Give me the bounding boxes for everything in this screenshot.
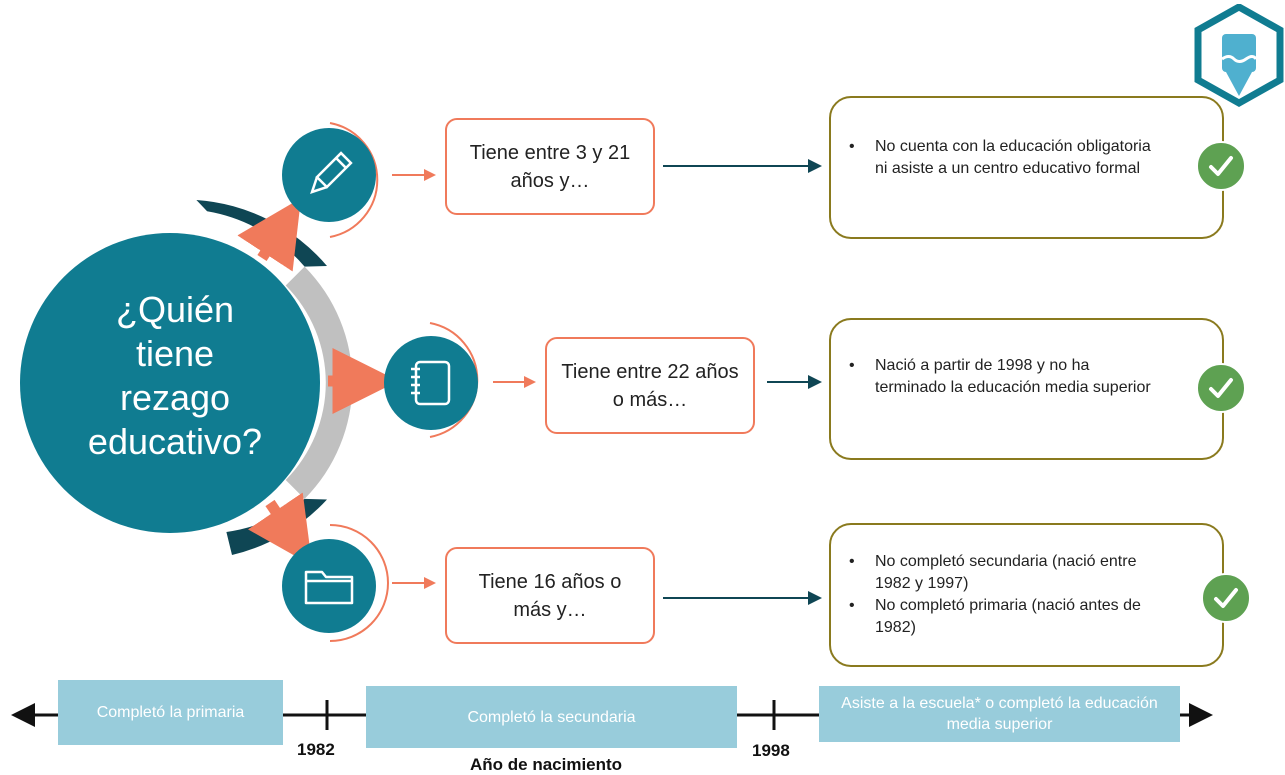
notebook-icon-circle <box>384 336 478 430</box>
age-box-1: Tiene entre 3 y 21 años y… <box>445 118 655 215</box>
timeline-segment-media-superior: Asiste a la escuela* o completó la educa… <box>819 686 1180 742</box>
condition-item: No completó secundaria (nació entre 1982… <box>849 551 1162 595</box>
central-question-line: ¿Quién <box>115 289 235 330</box>
folder-icon-circle <box>282 539 376 633</box>
central-question-line: educativo? <box>87 421 263 462</box>
central-question: ¿Quién tiene rezago educativo? <box>60 288 290 464</box>
check-icon <box>1196 363 1246 413</box>
check-icon <box>1196 141 1246 191</box>
condition-box-2: Nació a partir de 1998 y no ha terminado… <box>829 318 1224 460</box>
year-label-1982: 1982 <box>297 740 335 759</box>
condition-item: Nació a partir de 1998 y no ha terminado… <box>849 355 1162 399</box>
year-label-1998: 1998 <box>752 741 790 760</box>
ring-segment-grey <box>285 266 353 499</box>
condition-box-3: No completó secundaria (nació entre 1982… <box>829 523 1224 667</box>
timeline-segment-secundaria: Completó la secundaria <box>366 686 737 748</box>
pencil-icon <box>310 151 353 194</box>
central-question-line: rezago <box>119 377 231 418</box>
condition-item: No cuenta con la educación obligatoria n… <box>849 136 1162 180</box>
age-box-2: Tiene entre 22 años o más… <box>545 337 755 434</box>
central-circle <box>20 233 320 533</box>
pencil-icon-circle <box>282 128 376 222</box>
timeline-segment-primaria: Completó la primaria <box>58 680 283 745</box>
axis-title: Año de nacimiento <box>470 755 623 774</box>
condition-item: No completó primaria (nació antes de 198… <box>849 595 1162 639</box>
notebook-icon <box>411 360 451 406</box>
central-question-line: tiene <box>135 333 215 374</box>
pencil-hexagon-logo <box>1194 4 1284 108</box>
check-icon <box>1201 573 1251 623</box>
age-box-3: Tiene 16 años o más y… <box>445 547 655 644</box>
condition-box-1: No cuenta con la educación obligatoria n… <box>829 96 1224 239</box>
folder-icon <box>304 570 354 605</box>
